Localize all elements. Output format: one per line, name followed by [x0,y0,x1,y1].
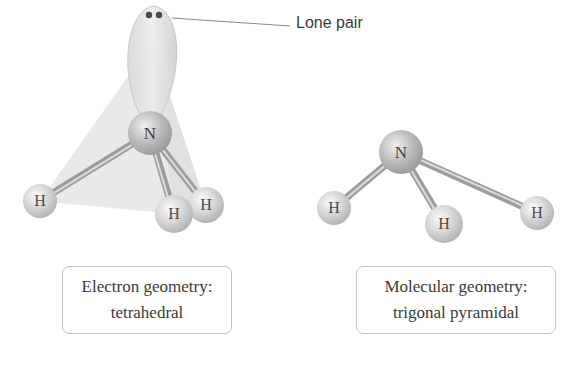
hydrogen-atom: H [520,196,554,230]
geometry-caption: Electron geometry: tetrahedral [73,274,221,326]
bond-highlight [420,159,522,205]
lone-pair-electron [146,12,152,18]
bond-stick [155,153,169,197]
hydrogen-atom: H [317,191,351,225]
atom-symbol: H [34,193,46,209]
hydrogen-atom: H [188,187,224,223]
hydrogen-atom: H [425,205,463,243]
hydrogen-atom: H [23,184,57,218]
bond-stick [346,165,385,198]
atom-symbol: N [144,125,156,142]
atom-symbol: N [395,144,407,161]
leader-line [172,18,290,26]
bond-highlight [53,145,132,194]
atom-symbol: H [168,206,180,222]
lone-pair-electron [156,12,162,18]
bond-stick [156,153,169,197]
atom-symbol: H [438,216,450,232]
atom-symbol: H [328,200,340,216]
caption-box: Electron geometry: tetrahedral [62,266,232,334]
atom-symbol: H [531,205,543,221]
bond-stick [420,159,523,206]
bond-highlight [411,169,434,208]
nitrogen-atom: N [128,111,172,155]
bond-stick [346,165,385,197]
bond-stick [53,144,132,194]
caption-box: Molecular geometry: trigonal pyramidal [356,266,556,334]
callout-label: Lone pair [296,14,363,32]
hydrogen-atom: H [155,195,193,233]
bond-highlight [155,153,168,197]
atom-symbol: H [200,197,212,213]
nitrogen-atom: N [379,130,423,174]
bond-stick [411,169,435,208]
bond-highlight [346,166,385,198]
geometry-caption: Molecular geometry: trigonal pyramidal [367,274,545,326]
